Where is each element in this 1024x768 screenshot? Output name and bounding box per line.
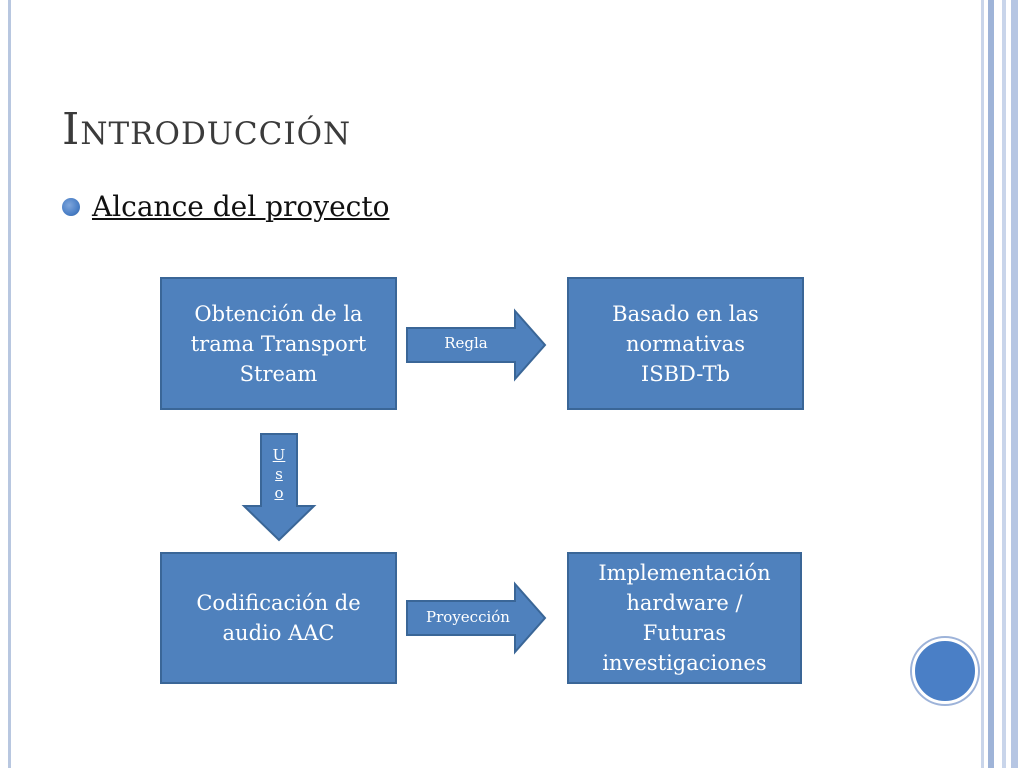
arrow-uso [241,433,317,542]
box-implementacion: Implementación hardware / Futuras invest… [567,552,802,684]
arrow-regla [406,308,547,382]
bullet-dot-icon [62,197,80,216]
right-decorative-stripes [978,0,1024,768]
bullet-item: Alcance del proyecto [62,190,389,223]
arrow-label-proyeccion: Proyección [426,608,510,626]
arrow-label-regla: Regla [444,334,488,352]
arrow-label-uso: U s o [272,446,286,502]
slide-title: Introducción [62,104,352,155]
box-obtencion-trama: Obtención de la trama Transport Stream [160,277,397,410]
left-decorative-rule [8,0,11,768]
bullet-text: Alcance del proyecto [92,190,390,223]
box-codificacion-audio: Codificación de audio AAC [160,552,397,684]
box-normativas: Basado en las normativas ISBD-Tb [567,277,804,410]
decorative-circle [912,638,978,704]
arrow-proyeccion [406,581,547,655]
